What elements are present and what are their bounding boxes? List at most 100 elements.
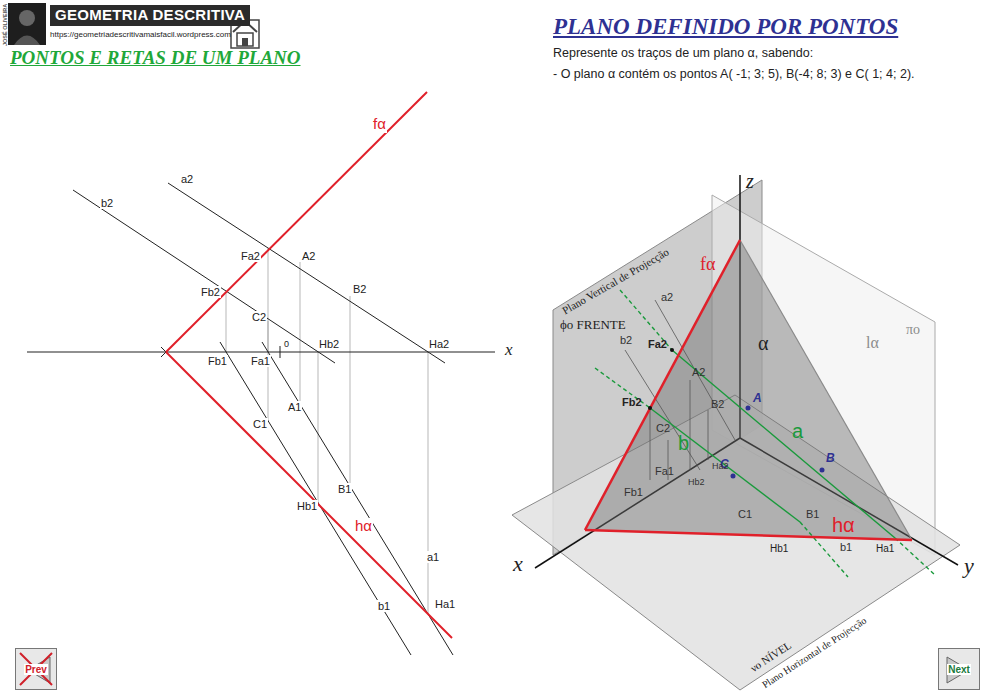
drawing-line [280, 346, 281, 358]
statement-text: - O plano α contém os pontos A( -1; 3; 5… [553, 68, 915, 82]
axis-label: x [513, 552, 523, 576]
axis-label: y [964, 554, 974, 578]
line-label: b1 [377, 600, 391, 612]
trace-label: fα [700, 255, 715, 275]
point-label: Fa2 [648, 338, 667, 350]
drawing-line [166, 92, 427, 352]
section-heading: PONTOS E RETAS DE UM PLANO [10, 48, 301, 69]
author-name: JOSÉ OLIVEIRA [2, 4, 8, 46]
drawing-line [268, 321, 269, 421]
point-label: Hb1 [770, 543, 788, 554]
drawing-line [428, 352, 429, 614]
line-label: a [792, 420, 803, 442]
point-label: Fa1 [655, 465, 674, 477]
line-label: b2 [100, 197, 114, 209]
drawing-line [690, 380, 691, 470]
drawing-line [262, 342, 453, 655]
drawing-line [166, 352, 452, 638]
drawing-circle [731, 474, 736, 479]
point-label: B2 [352, 283, 367, 295]
line-label: b [678, 432, 689, 454]
line-label: lα [866, 334, 879, 352]
drawing-g [226, 248, 428, 614]
drawing-g [73, 183, 453, 655]
drawing-line [740, 240, 912, 540]
point-label: Hb1 [296, 500, 318, 512]
drawing-g [595, 290, 935, 577]
drawing-circle [746, 406, 751, 411]
point-label: C2 [251, 311, 267, 323]
button-text: Next [947, 664, 971, 675]
point-label: C2 [656, 422, 670, 434]
next-button: Next [938, 648, 980, 690]
drawing-line [350, 296, 351, 486]
drawing-line [655, 300, 735, 440]
point-label: B [826, 452, 835, 465]
statement-text: Represente os traços de um plano α, sabe… [553, 47, 813, 61]
drawing-circle [670, 348, 674, 352]
line-label: a2 [180, 173, 194, 185]
point-label: Fa1 [250, 355, 271, 367]
page-title: PLANO DEFINIDO POR PONTOS [553, 14, 898, 39]
plane-label: ϕo FRENTE [560, 318, 626, 332]
drawing-line [595, 368, 650, 408]
point-label: Ha2 [712, 462, 729, 472]
drawing-line [27, 351, 495, 352]
trace-label: fα [372, 116, 387, 133]
axis-label: x [505, 341, 513, 360]
drawing-line [300, 262, 301, 405]
drawing-line [73, 190, 335, 363]
point-label: C1 [738, 508, 752, 520]
point-label: Hb2 [688, 478, 705, 488]
drawing-circle [19, 10, 35, 26]
point-label: Fb1 [624, 486, 643, 498]
drawing-rect [8, 3, 46, 45]
point-label: A2 [692, 366, 705, 378]
drawing-circle [648, 406, 652, 410]
drawing-line [585, 530, 912, 540]
button-text: Prev [24, 664, 48, 675]
drawing-rect [237, 33, 253, 46]
point-label: Fb2 [200, 286, 221, 298]
point-label: Fb2 [622, 396, 642, 408]
drawing-line [650, 410, 651, 480]
line-label: a1 [426, 551, 440, 563]
point-label: C1 [252, 418, 268, 430]
point-label: A1 [287, 401, 302, 413]
point-label: Ha2 [428, 338, 450, 350]
trace-label: hα [832, 514, 855, 536]
site-url: https://geometriadescritivamaisfacil.wor… [50, 31, 231, 40]
line-label: b1 [840, 541, 852, 553]
point-label: B1 [337, 483, 352, 495]
drawing-line [220, 342, 411, 655]
point-label: Ha1 [434, 598, 456, 610]
point-label: Ha1 [876, 543, 894, 554]
drawing-line [625, 350, 700, 470]
drawing-line [318, 352, 319, 503]
axis-label: z [746, 170, 754, 192]
drawing-line [168, 183, 445, 363]
point-label: A [753, 392, 762, 405]
drawing-path [14, 36, 40, 46]
drawing-line [226, 292, 227, 352]
plane-label: α [758, 332, 768, 354]
point-label: B2 [711, 398, 724, 410]
point-label: Fa2 [240, 250, 261, 262]
line-label: a2 [661, 291, 673, 303]
drawing-circle [820, 468, 825, 473]
point-label: B1 [806, 508, 819, 520]
point-label: A2 [301, 250, 316, 262]
line-label: b2 [620, 334, 632, 346]
site-name: GEOMETRIA DESCRITIVA [50, 5, 250, 26]
trace-label: hα [354, 518, 373, 535]
origin-label: 0 [283, 340, 290, 350]
drawing-polygon [585, 240, 912, 540]
point-label: Fb1 [207, 355, 228, 367]
plane-label: πo [906, 322, 920, 337]
drawing-rect [242, 38, 248, 46]
drawing-line [895, 538, 935, 575]
prev-button: Prev [15, 648, 57, 690]
drawing-line [650, 408, 800, 522]
